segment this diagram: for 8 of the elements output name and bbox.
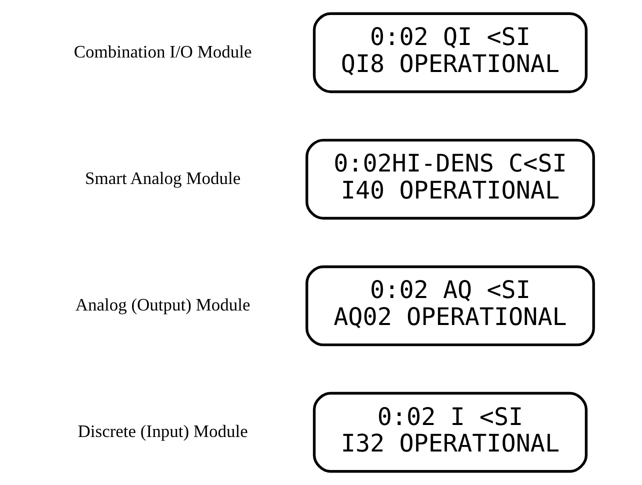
node-label: Discrete (Input) Module <box>78 420 248 441</box>
node-box: 0:02 QI <SI QI8 OPERATIONAL <box>312 12 588 94</box>
node-box: 0:02 I <SI I32 OPERATIONAL <box>312 392 588 473</box>
node-label: Smart Analog Module <box>85 168 241 188</box>
node-label: Combination I/O Module <box>74 41 252 62</box>
node-box: 0:02HI-DENS C<SI I40 OPERATIONAL <box>306 138 595 220</box>
node-label: Analog (Output) Module <box>75 294 250 314</box>
node-box: 0:02 AQ <SI AQ02 OPERATIONAL <box>306 265 595 346</box>
